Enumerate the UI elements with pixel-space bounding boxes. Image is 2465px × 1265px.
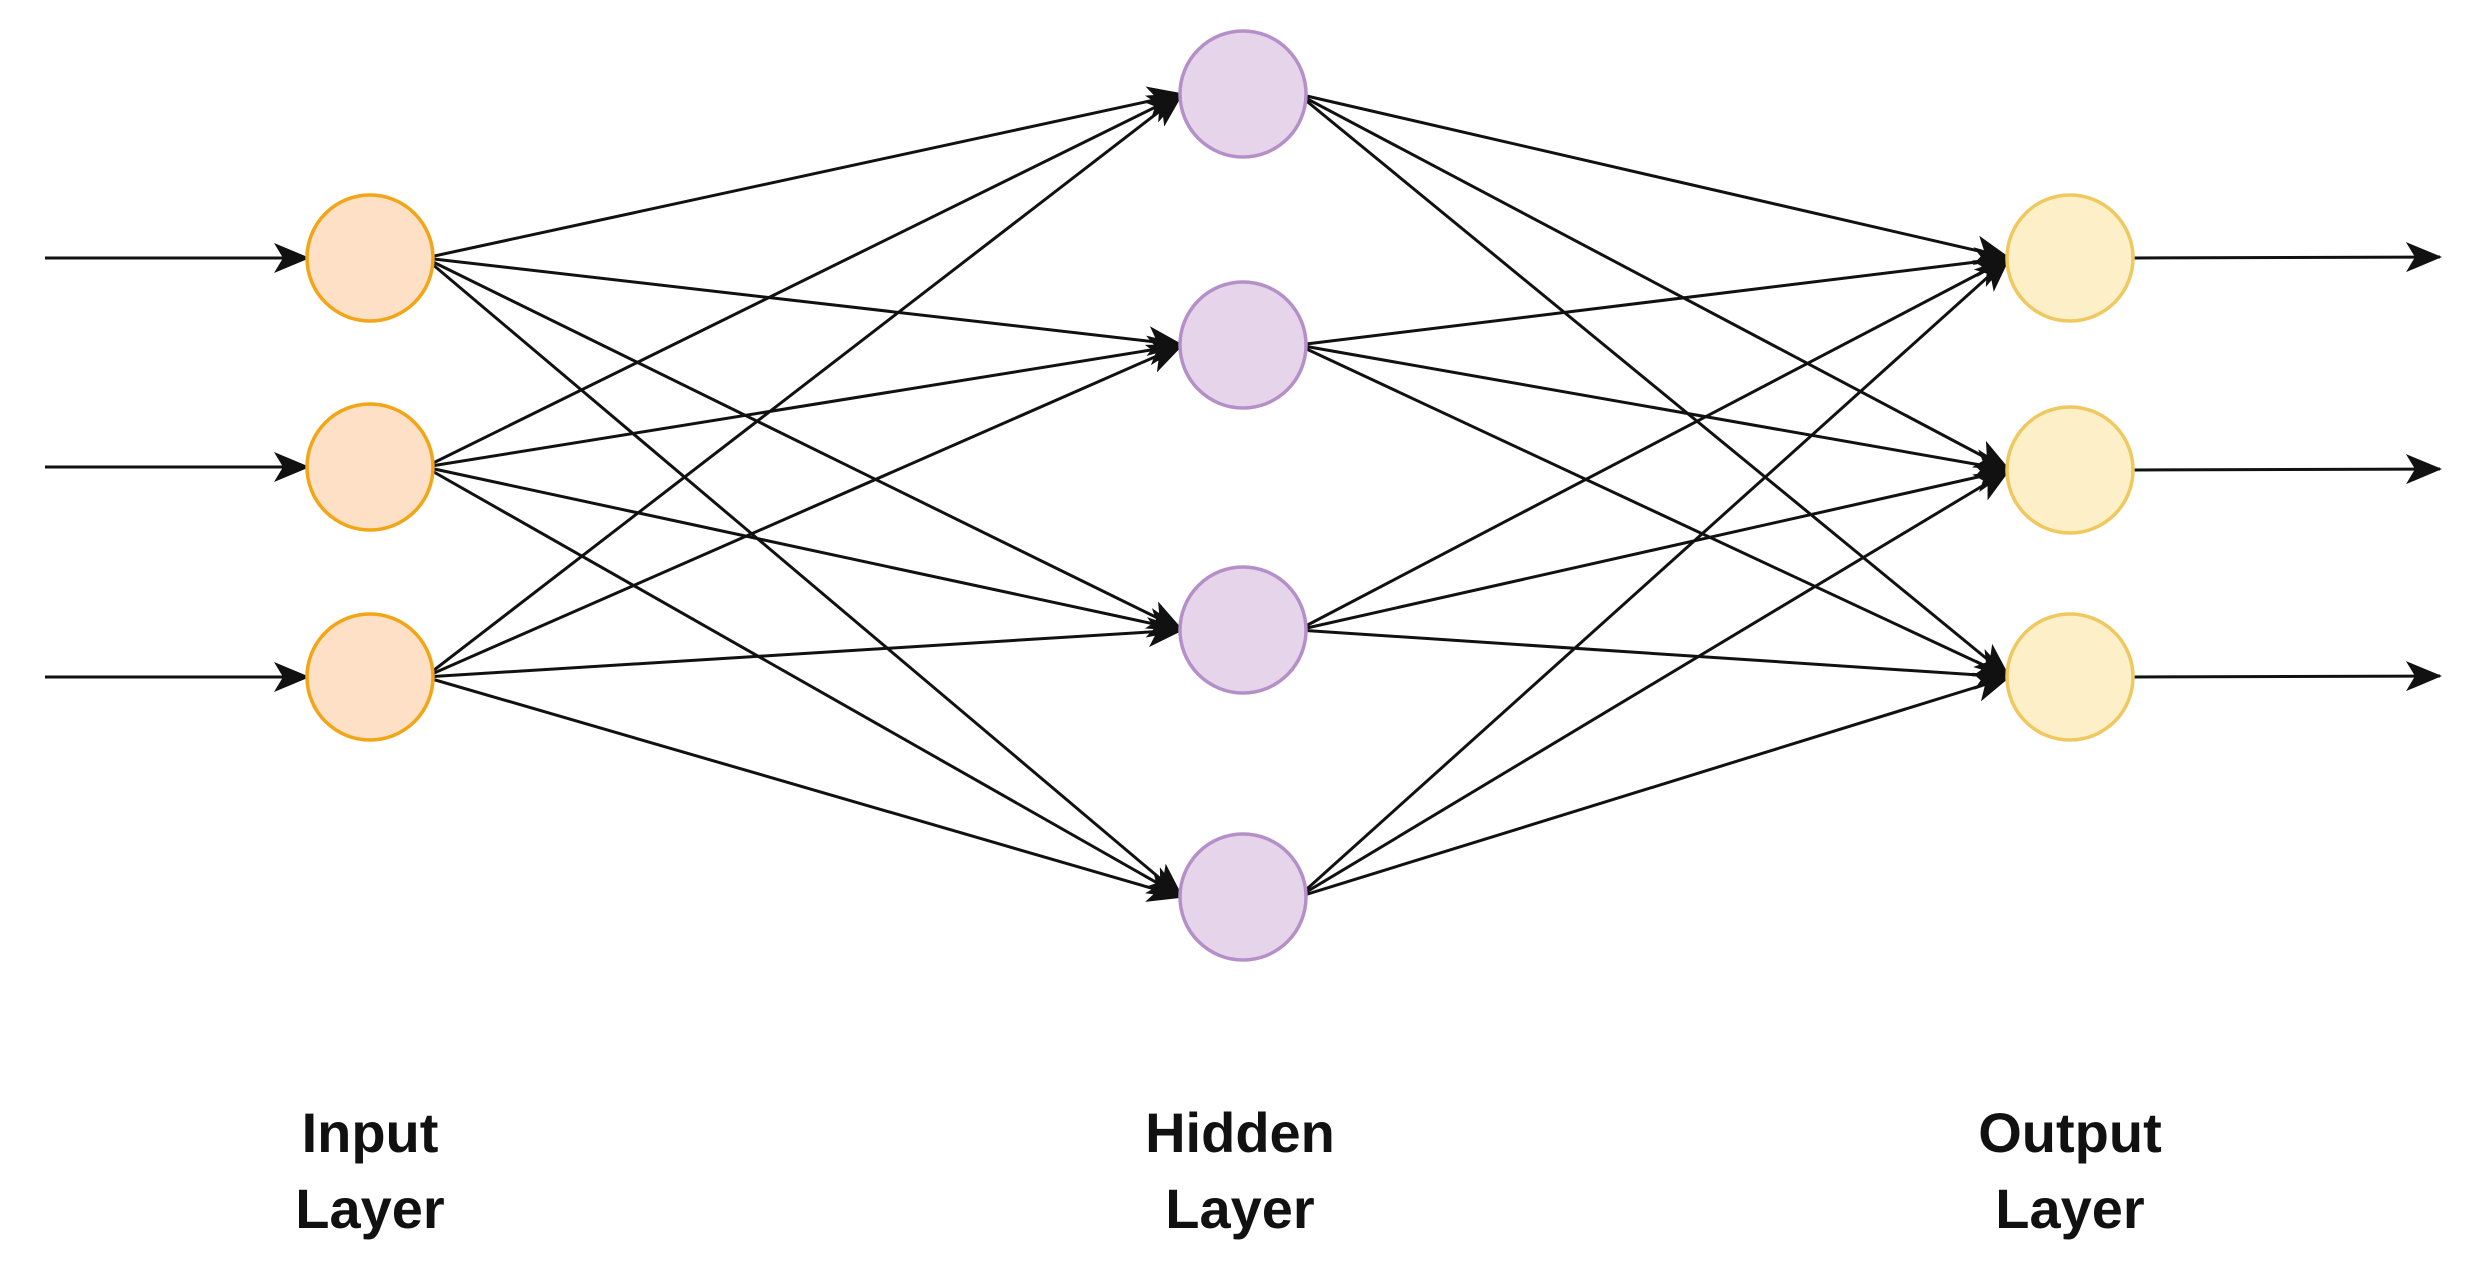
edge-hidden-0-to-output-0 [1297, 92, 2011, 265]
input-layer-label: Input Layer [170, 1095, 570, 1247]
output-layer-label-line2: Layer [1995, 1177, 2145, 1240]
input-layer-label-line2: Layer [295, 1177, 445, 1240]
input-layer-label-line1: Input [301, 1101, 439, 1164]
output-arrow-2 [2132, 661, 2442, 692]
hidden-layer-label: Hidden Layer [1040, 1095, 1440, 1247]
edge-hidden-2-to-output-2 [1297, 628, 2011, 690]
hidden-node-3 [1178, 832, 1308, 962]
edge-hidden-2-to-output-0 [1297, 256, 2011, 632]
edge-hidden-1-to-output-1 [1297, 343, 2011, 479]
edge-hidden-3-to-output-1 [1297, 468, 2011, 899]
edge-input-1-to-hidden-2 [424, 465, 1184, 638]
edge-input-2-to-hidden-0 [424, 92, 1184, 679]
input-node-1 [305, 402, 435, 532]
edge-input-0-to-hidden-1 [424, 256, 1184, 357]
edge-input-2-to-hidden-2 [424, 617, 1184, 679]
hidden-layer-label-line2: Layer [1165, 1177, 1315, 1240]
network-nodes [305, 29, 2135, 962]
output-node-0 [2005, 193, 2135, 323]
output-layer-label-line1: Output [1978, 1101, 2162, 1164]
edge-hidden-0-to-output-1 [1297, 92, 2011, 472]
edge-input-2-to-hidden-1 [424, 343, 1184, 679]
edge-hidden-1-to-output-2 [1297, 343, 2011, 679]
connection-edges [424, 86, 2011, 902]
edge-input-2-to-hidden-3 [424, 675, 1184, 902]
hidden-node-2 [1178, 565, 1308, 695]
edge-hidden-3-to-output-2 [1297, 672, 2011, 899]
edge-input-1-to-hidden-3 [424, 465, 1184, 899]
edge-hidden-3-to-output-0 [1296, 256, 2011, 899]
output-arrow-1 [2132, 454, 2442, 485]
output-node-1 [2005, 405, 2135, 535]
hidden-layer-label-line1: Hidden [1145, 1101, 1335, 1164]
input-node-0 [305, 193, 435, 323]
edge-input-1-to-hidden-1 [424, 335, 1184, 469]
edge-hidden-0-to-output-2 [1297, 92, 2011, 679]
edge-input-0-to-hidden-0 [424, 86, 1184, 260]
input-node-2 [305, 612, 435, 742]
edge-hidden-2-to-output-1 [1297, 462, 2011, 632]
hidden-node-1 [1178, 280, 1308, 410]
edge-input-0-to-hidden-3 [424, 256, 1184, 899]
output-node-2 [2005, 612, 2135, 742]
output-arrow-0 [2132, 242, 2442, 273]
edge-input-1-to-hidden-0 [424, 92, 1184, 469]
io-arrows [45, 242, 2442, 692]
edge-input-0-to-hidden-2 [424, 256, 1184, 632]
hidden-node-0 [1178, 29, 1308, 159]
output-layer-label: Output Layer [1870, 1095, 2270, 1247]
edge-hidden-1-to-output-0 [1297, 247, 2011, 347]
